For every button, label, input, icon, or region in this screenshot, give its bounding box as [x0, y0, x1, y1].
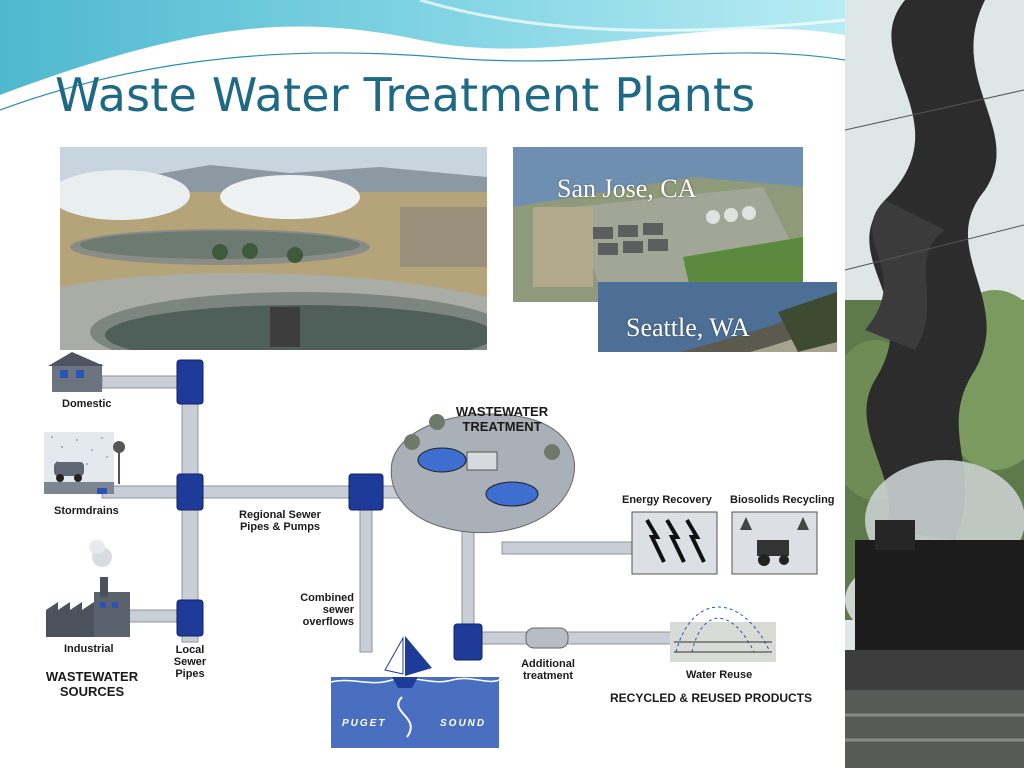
label-wastewater-sources: WASTEWATER SOURCES — [42, 669, 142, 699]
label-energy-recovery: Energy Recovery — [622, 494, 712, 506]
additional-line1: Additional — [521, 658, 575, 670]
local-pipes-line3: Pipes — [175, 668, 205, 680]
factory-icon — [46, 540, 130, 637]
label-sound: SOUND — [440, 718, 487, 729]
additional-treatment-tank — [525, 627, 569, 649]
regional-line2: Pipes & Pumps — [239, 521, 321, 533]
treatment-plant-illustration — [390, 413, 576, 534]
local-pipes-line2: Sewer — [173, 656, 207, 668]
regional-line1: Regional Sewer — [239, 509, 321, 521]
label-domestic: Domestic — [62, 398, 112, 410]
combined-line1: Combined — [300, 592, 354, 604]
energy-recovery-icon — [631, 511, 718, 575]
label-local-sewer-pipes: Local Sewer Pipes — [162, 644, 218, 680]
local-pipes-line1: Local — [175, 644, 205, 656]
label-puget: PUGET — [342, 718, 387, 729]
san-jose-aerial-photo — [513, 147, 803, 302]
label-water-reuse: Water Reuse — [686, 669, 753, 681]
diagram-graphics — [42, 352, 842, 748]
additional-line2: treatment — [522, 670, 574, 682]
combined-line2: sewer — [322, 604, 354, 616]
label-industrial: Industrial — [64, 643, 114, 655]
label-biosolids-recycling: Biosolids Recycling — [730, 494, 835, 506]
water-reuse-icon — [670, 606, 776, 662]
label-additional-treatment: Additional treatment — [510, 658, 586, 682]
wastewater-flow-diagram: Domestic Stormdrains Industrial WASTEWAT… — [42, 352, 842, 748]
puget-sound-water — [331, 677, 499, 748]
sources-heading-line2: SOURCES — [59, 684, 125, 699]
slide-title: Waste Water Treatment Plants — [55, 68, 756, 122]
treatment-plant-photo — [60, 147, 487, 350]
label-wastewater-treatment: WASTEWATER TREATMENT — [447, 404, 557, 434]
label-stormdrains: Stormdrains — [54, 505, 119, 517]
sea-serpent-icon — [397, 696, 412, 738]
seattle-caption: Seattle, WA — [626, 313, 750, 342]
stormdrain-icon — [44, 432, 125, 494]
sources-heading-line1: WASTEWATER — [45, 669, 139, 684]
label-combined-overflows: Combined sewer overflows — [282, 592, 354, 628]
sailboat-icon — [384, 636, 432, 688]
label-recycled-products: RECYCLED & REUSED PRODUCTS — [610, 691, 813, 705]
label-regional-sewer: Regional Sewer Pipes & Pumps — [220, 509, 340, 533]
treatment-line2: TREATMENT — [462, 419, 542, 434]
treatment-line1: WASTEWATER — [455, 404, 549, 419]
house-icon — [48, 352, 104, 392]
biosolids-tractor-icon — [731, 511, 818, 575]
san-jose-caption: San Jose, CA — [557, 174, 697, 203]
header-wave-decoration — [0, 0, 845, 111]
steam-locomotive-photo — [845, 0, 1024, 768]
combined-line3: overflows — [302, 616, 354, 628]
